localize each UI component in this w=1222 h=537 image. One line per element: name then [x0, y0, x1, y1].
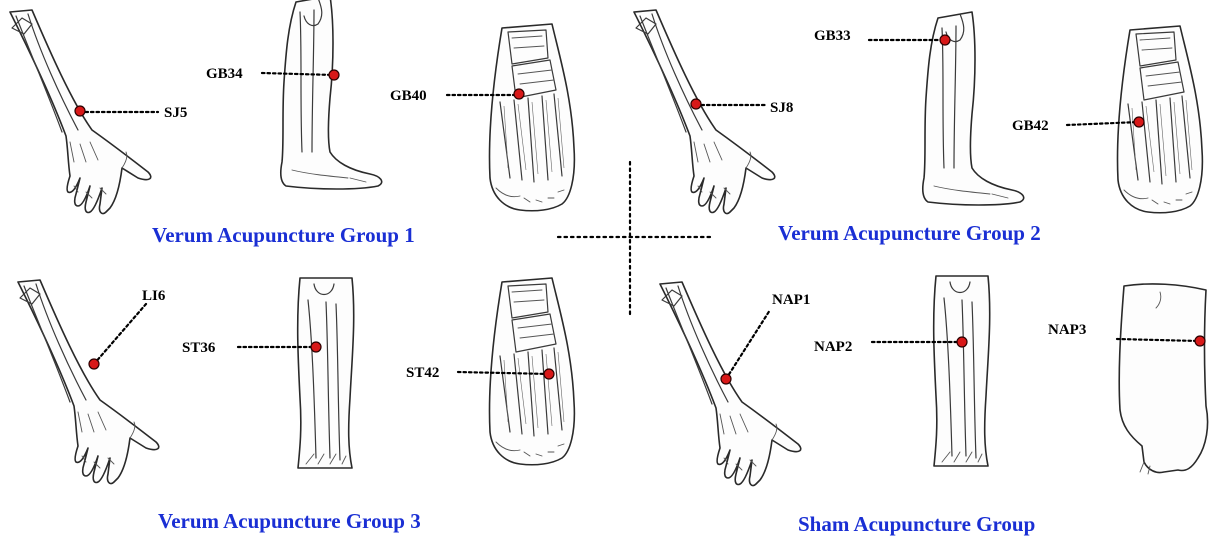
- forearm-illustration: [660, 282, 801, 486]
- point-label-nap1: NAP1: [772, 292, 810, 308]
- point-label-sj8: SJ8: [770, 100, 793, 116]
- acupoint-nap2: [957, 337, 967, 347]
- acupoint-gb34: [329, 70, 339, 80]
- point-label-li6: LI6: [142, 288, 166, 304]
- point-label-gb42: GB42: [1012, 118, 1049, 134]
- acupoint-sj5: [75, 106, 85, 116]
- group-2-title: Verum Acupuncture Group 2: [778, 221, 1041, 245]
- group-2-points: GB33 SJ8 GB42: [691, 28, 1144, 134]
- leg-front-illustration: [934, 276, 990, 466]
- group-3-title: Verum Acupuncture Group 3: [158, 509, 421, 533]
- foot-illustration: [1118, 26, 1203, 213]
- point-label-nap3: NAP3: [1048, 322, 1086, 338]
- leg-side-illustration: [281, 0, 382, 189]
- point-label-st36: ST36: [182, 340, 216, 356]
- hand-illustration: [1119, 284, 1207, 474]
- quadrant-divider: [558, 162, 712, 318]
- acupoint-gb33: [940, 35, 950, 45]
- acupoint-st42: [544, 369, 554, 379]
- point-label-gb34: GB34: [206, 66, 243, 82]
- point-label-nap2: NAP2: [814, 339, 852, 355]
- point-label-gb33: GB33: [814, 28, 851, 44]
- acupoint-gb40: [514, 89, 524, 99]
- acupoint-gb42: [1134, 117, 1144, 127]
- acupoint-nap3: [1195, 336, 1205, 346]
- forearm-illustration: [634, 10, 775, 214]
- group-1-title: Verum Acupuncture Group 1: [152, 223, 415, 247]
- point-label-sj5: SJ5: [164, 105, 187, 121]
- acupoint-st36: [311, 342, 321, 352]
- group-3-illustrations: [18, 278, 574, 484]
- point-label-gb40: GB40: [390, 88, 427, 104]
- sham-group-illustrations: [660, 276, 1208, 486]
- acupoint-li6: [89, 359, 99, 369]
- foot-illustration: [490, 24, 575, 211]
- forearm-illustration: [18, 280, 159, 484]
- group-1-illustrations: [10, 0, 574, 214]
- acupoint-nap1: [721, 374, 731, 384]
- sham-group-title: Sham Acupuncture Group: [798, 512, 1035, 536]
- leg-front-illustration: [298, 278, 354, 468]
- point-label-st42: ST42: [406, 365, 439, 381]
- foot-illustration: [490, 278, 575, 465]
- acupoint-sj8: [691, 99, 701, 109]
